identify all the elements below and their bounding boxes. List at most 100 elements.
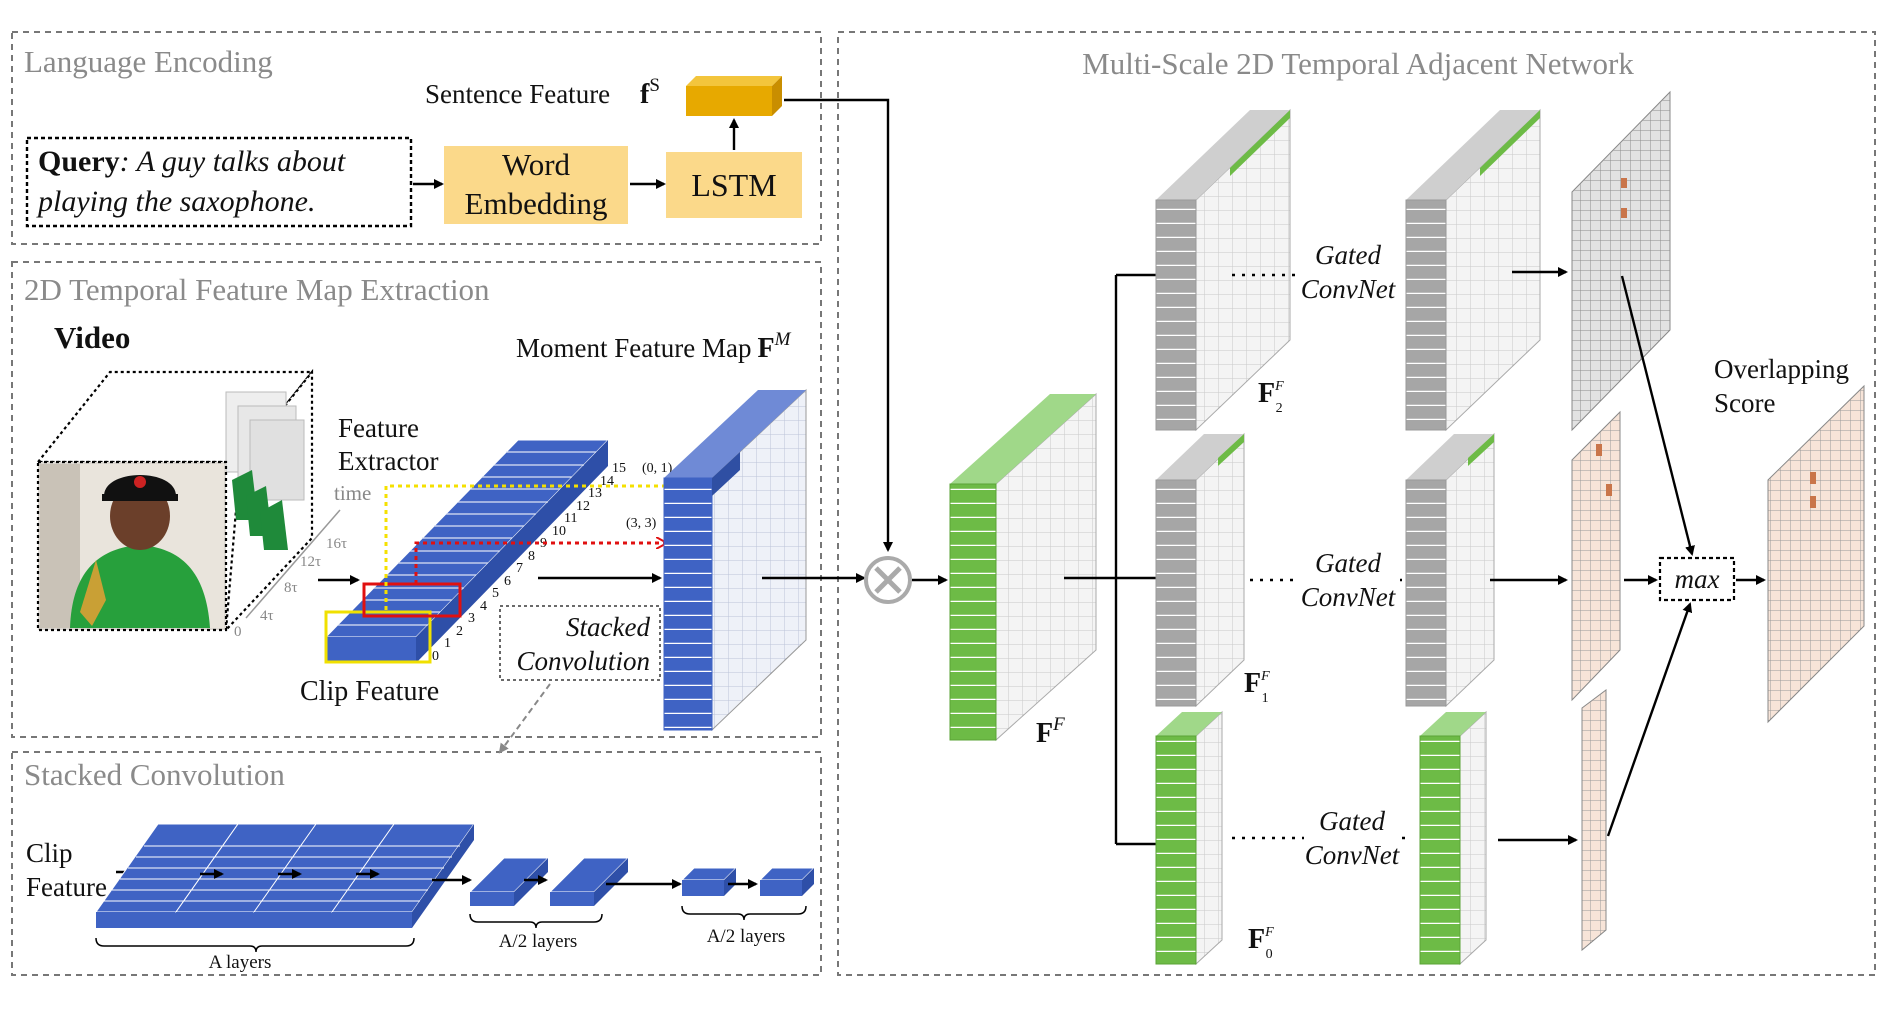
level2-input-map	[1155, 108, 1291, 432]
coord-3-3: (3, 3)	[626, 516, 657, 531]
level2-gated-bg	[1300, 238, 1396, 306]
sentence-feature-label: Sentence Feature	[425, 79, 610, 109]
level0-gated-2: ConvNet	[1305, 840, 1401, 870]
sentence-to-fusion-arrow	[784, 98, 893, 552]
clip-index-labels: 0 1 2 3 4 5 6 7 8 9 10 11 12 13 14 15	[432, 461, 626, 664]
svg-text:14: 14	[600, 474, 614, 489]
coord-0-1: (0, 1)	[642, 461, 673, 476]
ff-label: FF	[1036, 714, 1065, 749]
feature-extractor-label-2: Extractor	[338, 446, 438, 476]
svg-text:10: 10	[552, 524, 566, 539]
level2-gated-1: Gated	[1315, 240, 1381, 270]
feature-map-extraction-panel	[11, 261, 822, 738]
level0-score-map	[1581, 689, 1607, 952]
conv-half-layers-1	[468, 857, 630, 906]
clip-highlight-yellow	[324, 610, 432, 664]
a2-layers-brace-2	[681, 905, 807, 921]
feature-extractor-label-1: Feature	[338, 413, 419, 443]
fusion-multiply-icon	[864, 556, 912, 604]
level0-gated-1: Gated	[1319, 806, 1385, 836]
svg-text:3: 3	[468, 611, 475, 626]
feature-map-extraction-title: 2D Temporal Feature Map Extraction	[24, 272, 490, 307]
stacked-conv-tag-1: Stacked	[566, 612, 650, 642]
svg-text:4: 4	[480, 599, 487, 614]
query-text-1: : A guy talks about	[120, 145, 346, 178]
a2-layers-label-2: A/2 layers	[707, 926, 786, 947]
conv-stack-stripes	[104, 845, 460, 902]
a-layers-label: A layers	[209, 952, 272, 973]
stacked-conv-tag	[499, 605, 661, 681]
clip-highlight-red	[362, 582, 462, 618]
level0-input-map	[1155, 710, 1223, 966]
svg-text:5: 5	[492, 586, 499, 601]
svg-text:13: 13	[588, 486, 602, 501]
a2-layers-label-1: A/2 layers	[499, 931, 578, 952]
svg-text:11: 11	[564, 511, 577, 526]
level1-gated-bg	[1300, 546, 1396, 614]
level1-input-map	[1155, 432, 1245, 708]
a2-layers-brace-1	[469, 913, 603, 929]
clip-feature-label: Clip Feature	[300, 676, 439, 707]
time-tick-0: 0	[234, 624, 242, 640]
conv-stack-layers	[95, 823, 475, 928]
network-title: Multi-Scale 2D Temporal Adjacent Network	[1082, 46, 1634, 81]
video-label: Video	[54, 320, 130, 355]
word-embedding-label-1: Word	[502, 147, 571, 182]
query-line-1: Query: A guy talks about	[38, 145, 346, 178]
yellow-dotted-arrow	[384, 481, 678, 610]
level0-gated-bg	[1304, 804, 1400, 872]
time-tick-12: 12τ	[300, 554, 321, 570]
sentence-feature-symbol: fS	[640, 75, 660, 110]
level1-output-map	[1405, 432, 1495, 708]
lstm-label: LSTM	[691, 167, 776, 203]
level1-gated-1: Gated	[1315, 548, 1381, 578]
word-embedding-box	[444, 146, 628, 224]
score2-to-max-arrow	[1620, 275, 1695, 556]
language-encoding-panel	[11, 31, 822, 245]
svg-text:15: 15	[612, 461, 626, 476]
a-layers-brace	[95, 937, 415, 953]
stacked-convolution-panel	[11, 751, 822, 976]
query-label: Query	[38, 145, 120, 178]
svg-text:12: 12	[576, 499, 590, 514]
clip-label-1: Clip	[26, 838, 73, 868]
conv-half-layers-2	[680, 867, 816, 896]
max-label: max	[1675, 564, 1720, 594]
lstm-box	[666, 152, 802, 218]
svg-text:8: 8	[528, 549, 535, 564]
time-tick-8: 8τ	[284, 580, 298, 596]
level1-score-map	[1571, 410, 1621, 702]
time-label: time	[334, 481, 371, 505]
overlap-label-2: Score	[1714, 388, 1775, 418]
language-encoding-title: Language Encoding	[24, 44, 273, 79]
level0-output-map	[1419, 710, 1487, 966]
query-box	[25, 136, 413, 228]
stacked-convolution-title: Stacked Convolution	[24, 757, 285, 792]
level1-gated-2: ConvNet	[1301, 582, 1397, 612]
svg-text:2: 2	[456, 624, 463, 639]
fused-feature-map	[949, 392, 1097, 742]
time-tick-4: 4τ	[260, 608, 274, 624]
score0-to-max-arrow	[1606, 602, 1693, 837]
stacked-conv-tag-2: Convolution	[517, 646, 651, 676]
level2-gated-2: ConvNet	[1301, 274, 1397, 304]
stacked-conv-link	[498, 683, 551, 754]
video-frames	[35, 368, 315, 634]
level2-score-map	[1571, 90, 1671, 432]
svg-text:1: 1	[444, 636, 451, 651]
moment-feature-map	[663, 388, 807, 732]
level2-output-map	[1405, 108, 1541, 432]
word-embedding-label-2: Embedding	[465, 186, 608, 221]
sentence-feature-bar	[686, 76, 782, 116]
query-text-2: playing the saxophone.	[36, 185, 315, 218]
max-box	[1658, 556, 1736, 602]
overlap-label-1: Overlapping	[1714, 354, 1849, 384]
red-dotted-arrow	[414, 543, 666, 584]
clip-label-2: Feature	[26, 872, 107, 902]
network-panel	[837, 31, 1876, 976]
